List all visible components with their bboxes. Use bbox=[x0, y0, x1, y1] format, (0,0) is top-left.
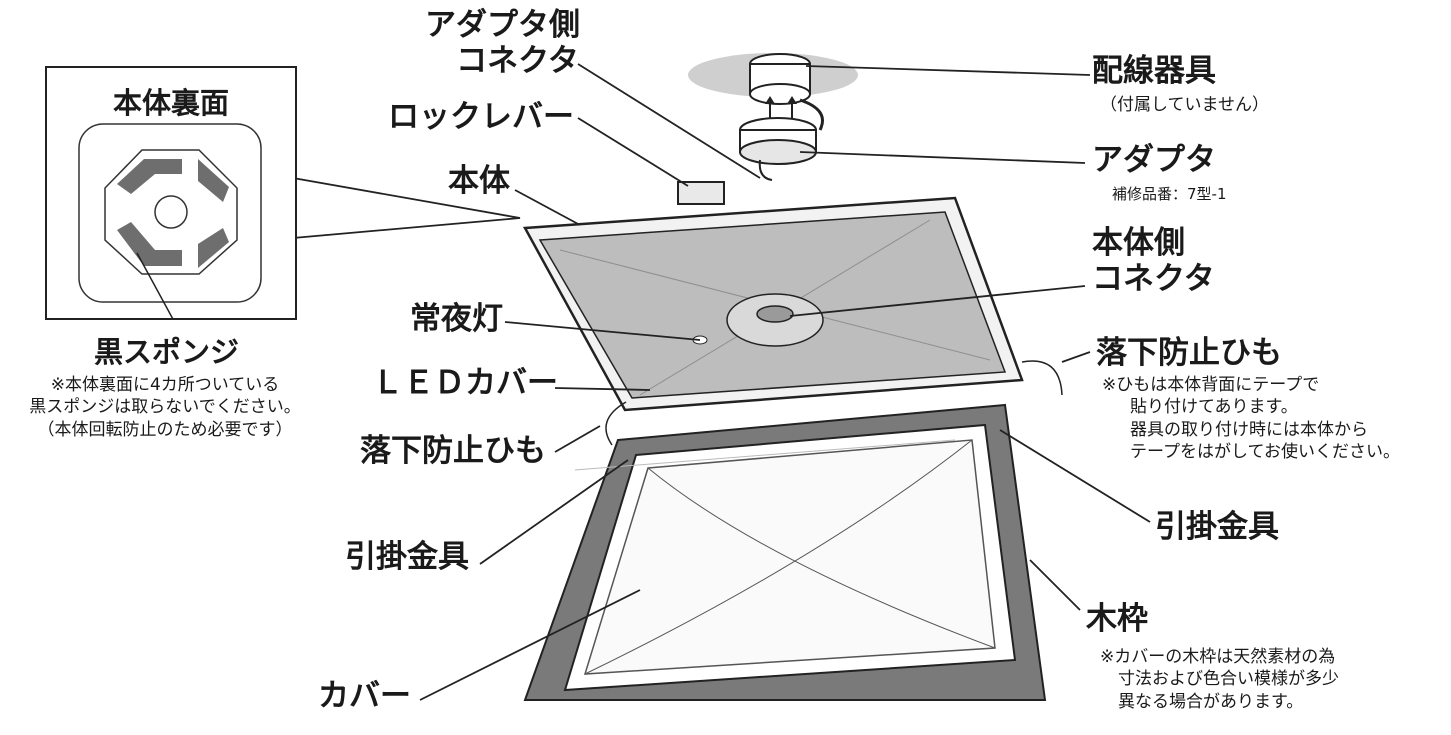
label-body-connector-line1: 本体側 bbox=[1092, 225, 1185, 261]
fall-string-note-line: 貼り付けてあります。 bbox=[1130, 397, 1298, 418]
fall-string-note-line: テープをはがしてお使いください。 bbox=[1130, 442, 1400, 463]
label-hook-right: 引掛金具 bbox=[1155, 509, 1279, 545]
main-body bbox=[522, 181, 1024, 412]
leader-wood-frame bbox=[1029, 559, 1081, 611]
label-adapter-connector: アダプタ側 コネクタ bbox=[415, 7, 590, 79]
label-adapter: アダプタ bbox=[1092, 142, 1216, 178]
sponge-placement-diagram bbox=[78, 123, 262, 318]
wood-frame-note: ※カバーの木枠は天然素材の為 寸法および色合い模様が多少 異なる場合があります。 bbox=[1100, 646, 1339, 713]
leader-fall-string-right bbox=[1061, 351, 1091, 363]
leader-adapter bbox=[799, 151, 1086, 164]
fall-string-left bbox=[605, 401, 627, 446]
label-body-connector-line2: コネクタ bbox=[1092, 260, 1215, 297]
label-cover: カバー bbox=[318, 678, 411, 714]
wood-frame-note-line: 異なる場合があります。 bbox=[1118, 691, 1304, 712]
label-adapter-connector-line2: コネクタ bbox=[456, 42, 579, 79]
label-hook-left: 引掛金具 bbox=[345, 539, 469, 575]
leader-lock-lever bbox=[577, 117, 689, 187]
sponge-note-line: ※本体裏面に4カ所ついている bbox=[50, 375, 280, 395]
wood-frame-note-line: ※カバーの木枠は天然素材の為 bbox=[1100, 647, 1336, 667]
leader-adapter-connector bbox=[577, 63, 761, 179]
leader-body-connector bbox=[789, 285, 1086, 317]
label-wiring-device: 配線器具 bbox=[1092, 53, 1216, 89]
label-fall-string-right: 落下防止ひも bbox=[1096, 335, 1282, 371]
sponge-note-line: 黒スポンジは取らないでください。 bbox=[29, 397, 301, 418]
label-night-light: 常夜灯 bbox=[410, 301, 503, 337]
fall-string-note-line: ※ひもは本体背面にテープで bbox=[1102, 375, 1320, 395]
leader-wiring-device bbox=[805, 65, 1091, 76]
leader-inset bbox=[292, 177, 521, 239]
leader-hook-left bbox=[479, 459, 629, 565]
fall-string-right bbox=[1021, 360, 1063, 396]
inset-title: 本体裏面 bbox=[112, 86, 229, 120]
adapter-unit bbox=[739, 117, 817, 181]
label-adapter-part: 補修品番：7型-1 bbox=[1112, 185, 1227, 203]
leader-night-light bbox=[504, 321, 701, 341]
label-wiring-note: （付属していません） bbox=[1100, 95, 1269, 115]
label-adapter-connector-line1: アダプタ側 bbox=[425, 7, 580, 43]
black-sponge-pads bbox=[117, 159, 229, 268]
label-led-cover: ＬＥＤカバー bbox=[372, 365, 558, 401]
leader-lines bbox=[292, 63, 1151, 701]
fall-string-note: ※ひもは本体背面にテープで 貼り付けてあります。 器具の取り付け時には本体から … bbox=[1102, 374, 1400, 464]
leader-fall-string-left bbox=[554, 425, 601, 453]
leader-hook-right bbox=[999, 429, 1151, 523]
label-fall-string-left: 落下防止ひも bbox=[360, 433, 546, 469]
leader-body bbox=[514, 189, 581, 226]
fall-string-note-line: 器具の取り付け時には本体から bbox=[1130, 419, 1368, 440]
wiring-device bbox=[749, 53, 824, 131]
label-body-connector: 本体側 コネクタ bbox=[1092, 225, 1215, 297]
cover-panel bbox=[583, 439, 996, 675]
sponge-note: ※本体裏面に4カ所ついている 黒スポンジは取らないでください。 （本体回転防止の… bbox=[5, 374, 325, 441]
label-wood-frame: 木枠 bbox=[1086, 601, 1148, 637]
sponge-label: 黒スポンジ bbox=[94, 335, 240, 369]
label-lock-lever: ロックレバー bbox=[388, 99, 574, 135]
inset-panel: 本体裏面 bbox=[45, 66, 297, 320]
wood-frame-note-line: 寸法および色合い模様が多少 bbox=[1118, 669, 1339, 690]
label-body: 本体 bbox=[448, 163, 510, 199]
leader-cover bbox=[419, 589, 641, 701]
leader-led-cover bbox=[554, 387, 651, 391]
sponge-note-line: （本体回転防止のため必要です） bbox=[37, 419, 293, 440]
